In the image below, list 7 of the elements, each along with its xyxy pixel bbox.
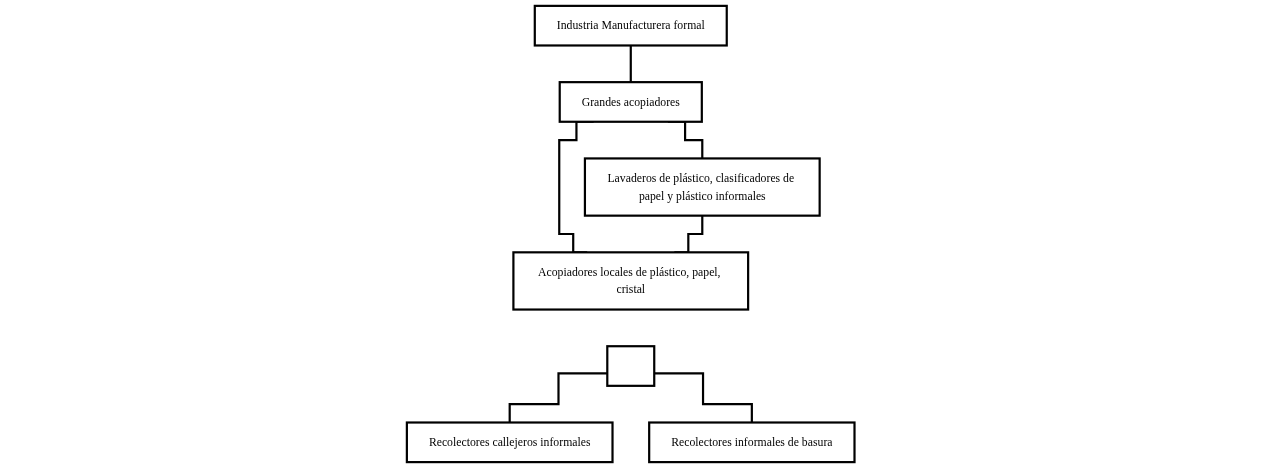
node-box: Recolectores informales de basura — [647, 421, 856, 464]
node-box: Grandes acopiadores — [558, 81, 703, 123]
node-box — [606, 345, 656, 387]
node-box: Lavaderos de plástico, clasificadores de papel y plástico informales — [583, 157, 821, 217]
node-box: Industria Manufacturera formal — [533, 4, 728, 47]
node-box: Recolectores callejeros informales — [405, 421, 614, 464]
node-box: Acopiadores locales de plástico, papel, cristal — [512, 251, 750, 311]
